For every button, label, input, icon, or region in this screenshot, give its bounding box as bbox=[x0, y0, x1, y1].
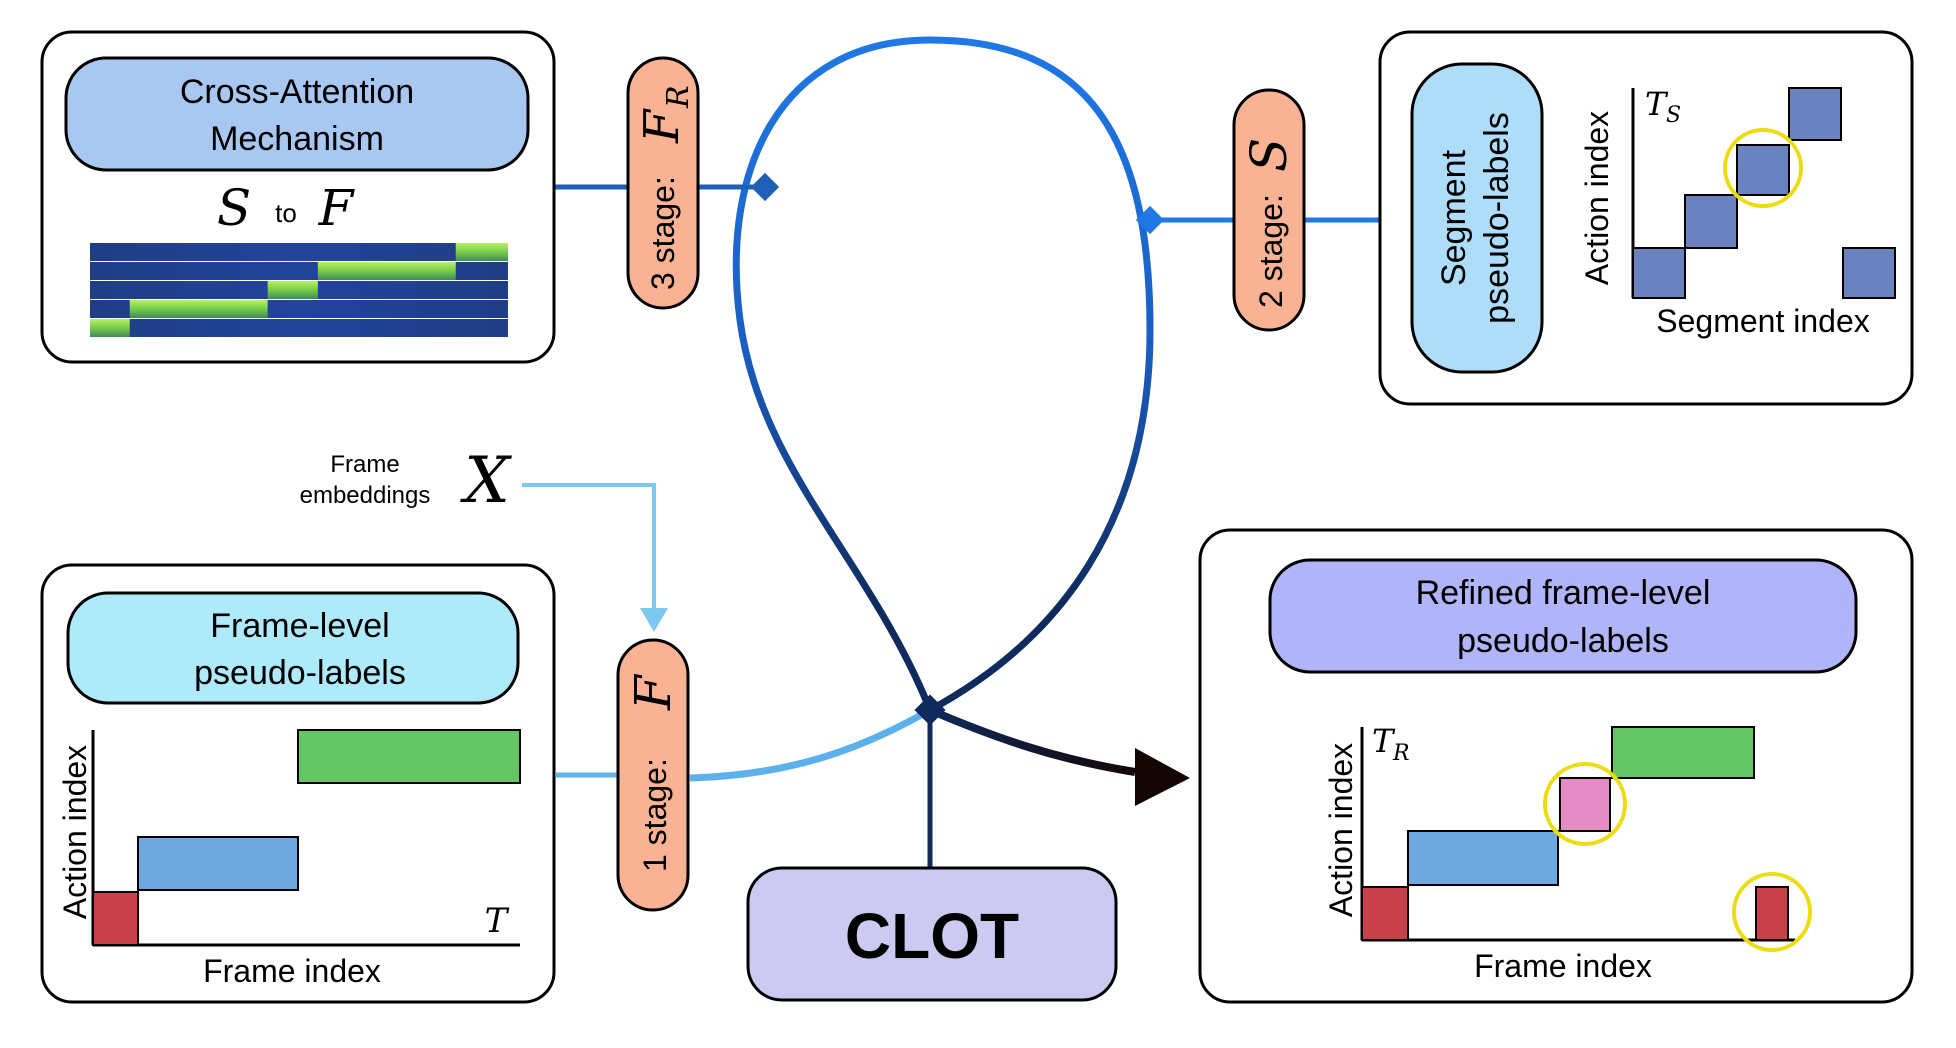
segment-top-subscript: S bbox=[1666, 103, 1681, 128]
output-arrow-head bbox=[1135, 748, 1190, 806]
stage3-pill[interactable]: 3 stage: F R bbox=[626, 56, 700, 310]
segment-square-3 bbox=[1736, 144, 1790, 196]
frame-bar-3 bbox=[297, 729, 521, 784]
refined-bar-3 bbox=[1559, 777, 1611, 832]
refined-highlight-ring-1 bbox=[1543, 762, 1627, 846]
attention-active-cell bbox=[455, 243, 508, 261]
refined-bar-1 bbox=[1361, 886, 1409, 941]
attention-map bbox=[90, 243, 508, 337]
segment-labels-ylabel: Action index bbox=[1579, 111, 1615, 285]
output-arrow-line bbox=[928, 706, 1136, 776]
frame-embeddings-symbol: X bbox=[459, 444, 512, 518]
frame-labels-header bbox=[66, 591, 520, 705]
segment-highlight-ring bbox=[1723, 128, 1803, 208]
refined-labels-title-1: Refined frame-level bbox=[1416, 574, 1711, 612]
refined-top-symbol: T bbox=[1372, 722, 1396, 760]
cross-attention-title-1: Cross-Attention bbox=[180, 73, 414, 111]
frame-labels-panel: Frame-level pseudo-labels Action index T… bbox=[40, 563, 556, 1004]
frame-labels-ylabel: Action index bbox=[57, 745, 93, 919]
loop-lower-branch bbox=[689, 706, 932, 782]
clot-label: CLOT bbox=[845, 900, 1019, 972]
segment-labels-xlabel: Segment index bbox=[1656, 303, 1869, 339]
refined-bar-5 bbox=[1755, 886, 1789, 941]
segment-labels-panel: Segment pseudo-labels Action index T S S… bbox=[1378, 30, 1914, 406]
stage3-subscript: R bbox=[661, 85, 696, 109]
refined-top-subscript: R bbox=[1392, 741, 1410, 766]
stage2-pill[interactable]: 2 stage: S bbox=[1232, 88, 1306, 332]
attention-row bbox=[90, 319, 508, 337]
stage3-symbol: F bbox=[634, 108, 690, 144]
refined-labels-panel: Refined frame-level pseudo-labels Action… bbox=[1198, 528, 1914, 1004]
stage1-pill[interactable]: 1 stage: F bbox=[616, 638, 690, 912]
attention-active-cell bbox=[267, 281, 318, 299]
refined-bar-4 bbox=[1611, 726, 1755, 779]
stage1-label: 1 stage: bbox=[637, 758, 673, 872]
segment-labels-title-1: Segment bbox=[1435, 149, 1473, 286]
refined-labels-xlabel: Frame index bbox=[1474, 948, 1652, 984]
input-arrow-line bbox=[522, 483, 656, 612]
stage3-label: 3 stage: bbox=[645, 176, 681, 290]
frame-embeddings-label-2: embeddings bbox=[300, 482, 431, 509]
refined-labels-header bbox=[1268, 558, 1858, 674]
refined-highlight-ring-2 bbox=[1732, 872, 1812, 952]
stage2-node bbox=[1135, 205, 1165, 235]
refined-labels-ylabel: Action index bbox=[1323, 743, 1359, 917]
stage2-label: 2 stage: bbox=[1253, 194, 1289, 308]
stage3-node bbox=[750, 172, 780, 202]
cross-attention-title-2: Mechanism bbox=[210, 120, 384, 158]
loop-path bbox=[732, 36, 1154, 714]
segment-square-4 bbox=[1788, 87, 1842, 141]
refined-bar-2 bbox=[1407, 830, 1559, 886]
cross-attention-to-word: to bbox=[275, 198, 297, 228]
segment-labels-title-2: pseudo-labels bbox=[1478, 112, 1516, 324]
frame-labels-xlabel: Frame index bbox=[203, 953, 381, 989]
frame-labels-title-2: pseudo-labels bbox=[194, 654, 406, 692]
crossing-node bbox=[914, 694, 946, 726]
segment-labels-header bbox=[1410, 62, 1544, 374]
frame-embeddings-input: Frame embeddings X bbox=[300, 444, 668, 632]
training-loop bbox=[553, 36, 1380, 870]
cross-attention-from-symbol: S bbox=[217, 179, 251, 237]
segment-square-2 bbox=[1684, 194, 1738, 249]
cross-attention-header bbox=[64, 56, 530, 172]
frame-labels-title-1: Frame-level bbox=[210, 607, 389, 645]
stage2-symbol: S bbox=[1240, 138, 1298, 172]
clot-box[interactable]: CLOT bbox=[746, 866, 1118, 1002]
frame-bar-1 bbox=[92, 891, 139, 946]
frame-embeddings-label-1: Frame bbox=[330, 451, 399, 478]
frame-end-symbol: T bbox=[485, 901, 510, 941]
segment-top-symbol: T bbox=[1645, 85, 1669, 123]
segment-square-5 bbox=[1842, 247, 1896, 299]
cross-attention-to-symbol: F bbox=[318, 179, 356, 237]
attention-active-cell bbox=[317, 262, 456, 280]
input-arrow-head bbox=[640, 608, 668, 632]
refined-labels-title-2: pseudo-labels bbox=[1457, 622, 1669, 660]
attention-active-cell bbox=[129, 300, 268, 318]
frame-bar-2 bbox=[137, 836, 299, 891]
attention-row bbox=[90, 243, 508, 261]
cross-attention-panel: Cross-Attention Mechanism S to F bbox=[40, 30, 556, 364]
attention-active-cell bbox=[90, 319, 130, 337]
segment-square-1 bbox=[1632, 247, 1686, 299]
stage1-symbol: F bbox=[624, 673, 682, 711]
